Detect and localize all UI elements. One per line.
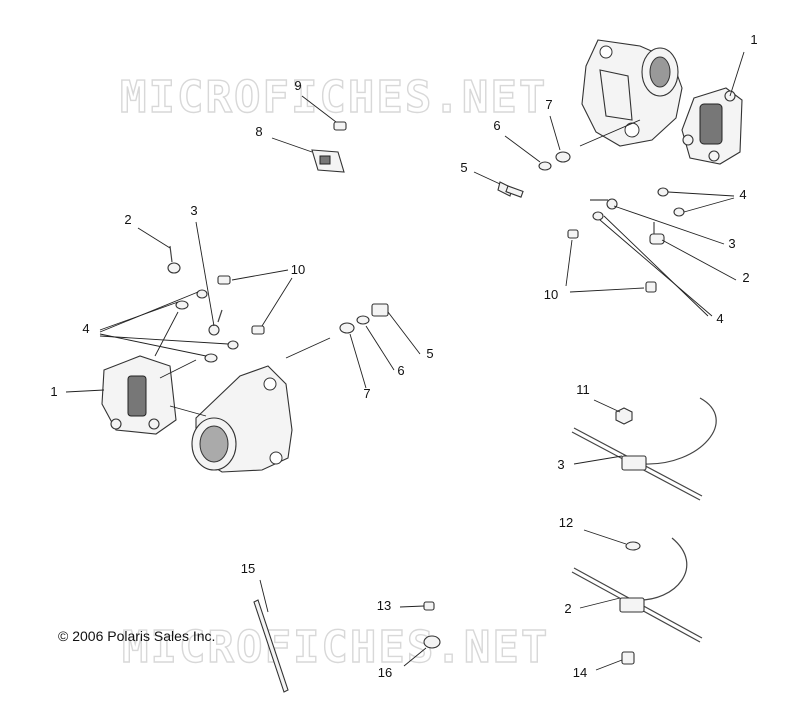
brake-caliper-top-right <box>681 87 743 165</box>
hub-housing-left <box>191 365 293 473</box>
callout-c5b: 5 <box>426 346 433 361</box>
bolt-9 <box>333 121 347 131</box>
bleeder-10-top-b <box>645 281 657 293</box>
callout-c10b: 10 <box>544 287 558 302</box>
washer-4-left-a <box>175 300 189 310</box>
callout-c2c: 2 <box>564 601 571 616</box>
callout-c12: 12 <box>559 515 573 530</box>
nut-11 <box>615 407 633 425</box>
callout-c3a: 3 <box>190 203 197 218</box>
washer-4-top-c <box>592 211 604 221</box>
callout-c4b: 4 <box>716 311 723 326</box>
washer-6-mid <box>356 315 370 325</box>
callout-numbers: 1 7 9 6 8 5 4 3 2 3 10 2 10 4 4 5 6 1 7 11 3 12 15 2 13 16 14 <box>50 32 757 680</box>
bolt-5-top <box>497 181 524 198</box>
washer-4-left-b <box>196 289 208 299</box>
leader-lines <box>65 51 745 671</box>
bracket-8 <box>311 149 345 173</box>
bleeder-10-top-a <box>567 229 579 239</box>
bolt-13 <box>423 601 435 611</box>
washer-4-left-d <box>204 353 218 363</box>
callout-c16: 16 <box>378 665 392 680</box>
callout-c6a: 6 <box>493 118 500 133</box>
callout-c3c: 3 <box>557 457 564 472</box>
washer-6-top <box>538 161 552 171</box>
callout-c15: 15 <box>241 561 255 576</box>
callout-c13: 13 <box>377 598 391 613</box>
hub-housing-top-right <box>581 39 683 147</box>
copyright-notice: © 2006 Polaris Sales Inc. <box>58 628 216 644</box>
callout-c4c: 4 <box>82 321 89 336</box>
callout-c2b: 2 <box>742 270 749 285</box>
banjo-2-top <box>649 222 665 245</box>
cable-tie-15 <box>253 599 289 693</box>
callout-c5a: 5 <box>460 160 467 175</box>
callout-c3b: 3 <box>728 236 735 251</box>
bolt-5-mid <box>371 303 389 317</box>
callout-c10a: 10 <box>291 262 305 277</box>
brake-line-3-end-left <box>208 309 223 336</box>
brake-line-2-end-left <box>167 245 181 274</box>
washer-12 <box>625 541 641 551</box>
washer-4-top-a <box>657 187 669 197</box>
callout-c7b: 7 <box>363 386 370 401</box>
bleeder-10-left-b <box>251 325 265 335</box>
watermark-bottom: MICROFICHES.NET <box>122 622 549 673</box>
callout-c1b: 1 <box>50 384 57 399</box>
brake-line-3-end-top <box>590 198 618 210</box>
callout-c1a: 1 <box>750 32 757 47</box>
brake-line-2-assembly <box>571 537 703 643</box>
bolt-14 <box>621 651 635 665</box>
callout-c9: 9 <box>294 78 301 93</box>
bleeder-10-left-a <box>217 275 231 285</box>
washer-7-mid <box>339 322 355 334</box>
callout-c11: 11 <box>576 382 590 397</box>
callout-c4a: 4 <box>739 187 746 202</box>
brake-line-3-assembly <box>571 397 717 501</box>
callout-c7a: 7 <box>545 97 552 112</box>
callout-c8: 8 <box>255 124 262 139</box>
watermark-top: MICROFICHES.NET <box>120 72 547 123</box>
washer-4-left-c <box>227 340 239 350</box>
washer-4-top-b <box>673 207 685 217</box>
callout-c14: 14 <box>573 665 587 680</box>
callout-c2a: 2 <box>124 212 131 227</box>
brake-caliper-left <box>101 355 177 435</box>
washer-7-top <box>555 151 571 163</box>
callout-c6b: 6 <box>397 363 404 378</box>
clip-16 <box>423 635 441 649</box>
